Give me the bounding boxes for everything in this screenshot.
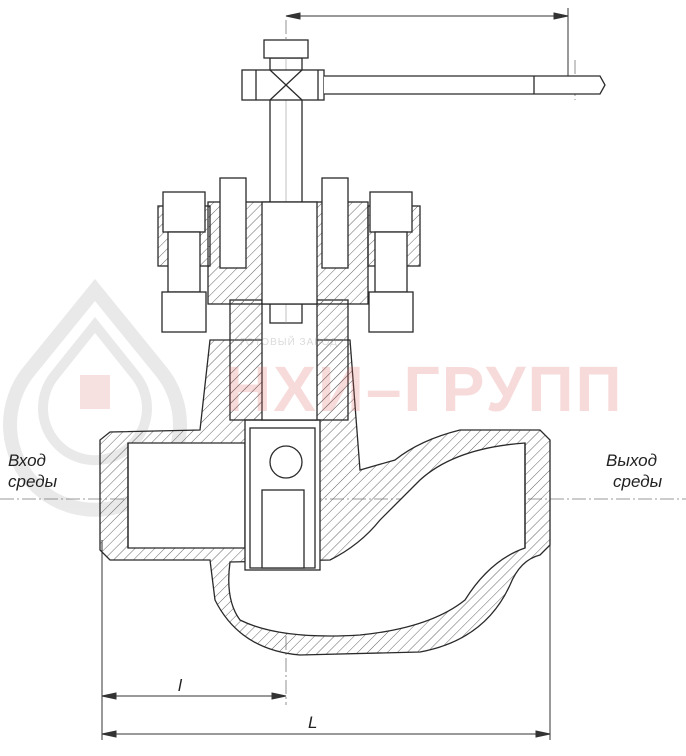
pipe-ends [127,443,526,548]
bolt-left-icon [161,177,247,333]
watermark-tagline: ГОТОВЫЙ ЗАВОД [240,337,338,348]
handle-lever [241,69,606,101]
dimension-L-label: L [308,713,318,732]
valve-disc [249,427,316,569]
outlet-label-line2: среды [613,472,663,491]
bolt-right-icon [321,177,414,333]
inlet-label-line1: Вход [8,451,46,470]
watermark-brand: НХИ–ГРУПП [225,353,624,425]
watermark-logo-icon [3,278,187,517]
inlet-label-line2: среды [8,472,58,491]
dimension-lines [101,8,569,740]
outlet-label-line1: Выход [606,451,658,470]
dimension-l-label: l [178,676,182,695]
